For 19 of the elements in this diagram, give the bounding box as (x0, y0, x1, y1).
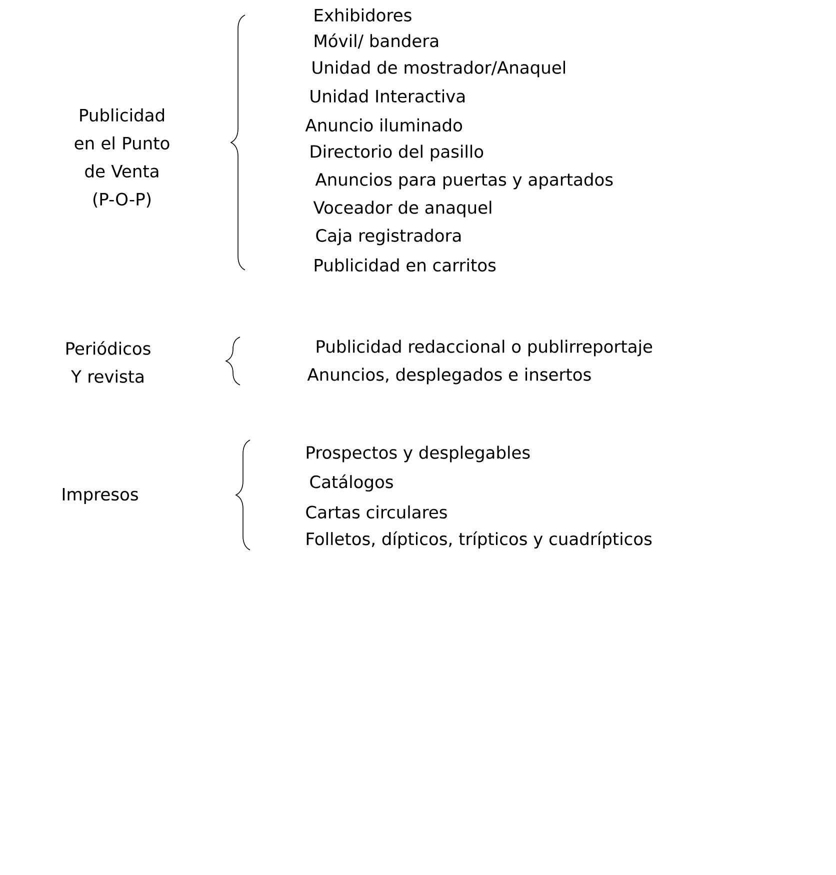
item-label: Catálogos (310, 474, 393, 492)
item-label: Exhibidores (314, 8, 412, 22)
item-label: Caja registradora (316, 228, 461, 246)
item-label: Anuncio iluminado (305, 118, 462, 132)
item-label: Voceador de anaquel (313, 200, 492, 218)
category-label: Periódicos Y revista (66, 341, 150, 383)
item-label: Publicidad en carritos (314, 258, 496, 272)
item-label: Folletos, dípticos, trípticos y cuadrípticos (306, 531, 652, 549)
category-label: Impresos (62, 488, 138, 504)
item-label: Prospectos y desplegables (306, 446, 530, 462)
item-label: Cartas circulares (306, 505, 447, 519)
item-label: Móvil/ bandera (314, 33, 438, 49)
item-label: Publicidad redaccional o publirreportaje (316, 340, 652, 356)
category-label: Publicidad en el Punto de Venta (P-O-P) (74, 108, 170, 208)
item-label: Directorio del pasillo (310, 144, 484, 162)
item-label: Anuncios para puertas y apartados (315, 172, 613, 190)
item-label: Unidad de mostrador/Anaquel (312, 60, 565, 78)
item-label: Unidad Interactiva (310, 89, 465, 103)
item-label: Anuncios, desplegados e insertos (307, 368, 591, 384)
